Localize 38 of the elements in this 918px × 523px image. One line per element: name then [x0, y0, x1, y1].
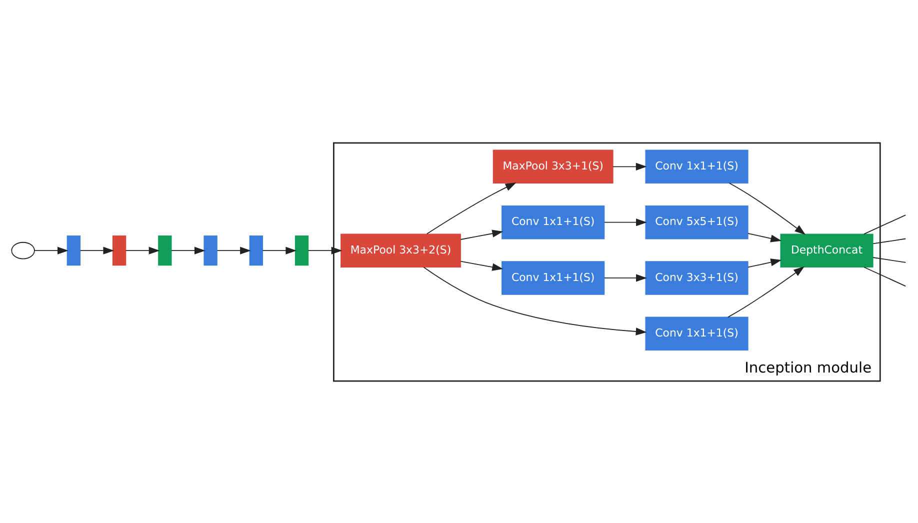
arrow	[604, 274, 647, 282]
node-box	[249, 235, 263, 266]
arrow	[728, 266, 805, 318]
node-box	[112, 235, 126, 266]
node-ellipse	[11, 241, 35, 259]
node-box: Conv 1x1+1(S)	[502, 204, 605, 239]
arrow	[748, 258, 782, 268]
node-box: MaxPool 3x3+1(S)	[492, 149, 614, 184]
node-box: Conv 1x1+1(S)	[645, 149, 748, 184]
node-box	[158, 235, 172, 266]
node-box	[204, 235, 218, 266]
node-box	[294, 235, 309, 266]
arrow	[612, 162, 647, 170]
arrow	[308, 246, 342, 254]
arrow	[460, 229, 504, 240]
arrow	[460, 260, 504, 270]
node-box: Conv 3x3+1(S)	[645, 260, 748, 294]
connector	[872, 238, 906, 244]
arrow	[126, 246, 160, 254]
arrow	[171, 246, 206, 254]
arrow	[748, 232, 782, 242]
node-box: MaxPool 3x3+2(S)	[340, 233, 461, 267]
arrow	[604, 218, 647, 226]
connector	[872, 256, 906, 262]
connector	[864, 266, 906, 286]
arrow	[728, 182, 806, 234]
arrow	[34, 246, 68, 254]
arrow	[423, 266, 647, 335]
arrow	[216, 246, 252, 254]
node-box: Conv 1x1+1(S)	[645, 316, 748, 350]
node-box: Conv 1x1+1(S)	[502, 260, 605, 294]
node-box: DepthConcat	[780, 233, 874, 267]
node-box: Conv 5x5+1(S)	[645, 204, 748, 239]
arrow	[426, 182, 516, 234]
arrow	[262, 246, 297, 254]
node-box	[66, 235, 81, 266]
connector	[864, 214, 906, 234]
arrow	[80, 246, 114, 254]
